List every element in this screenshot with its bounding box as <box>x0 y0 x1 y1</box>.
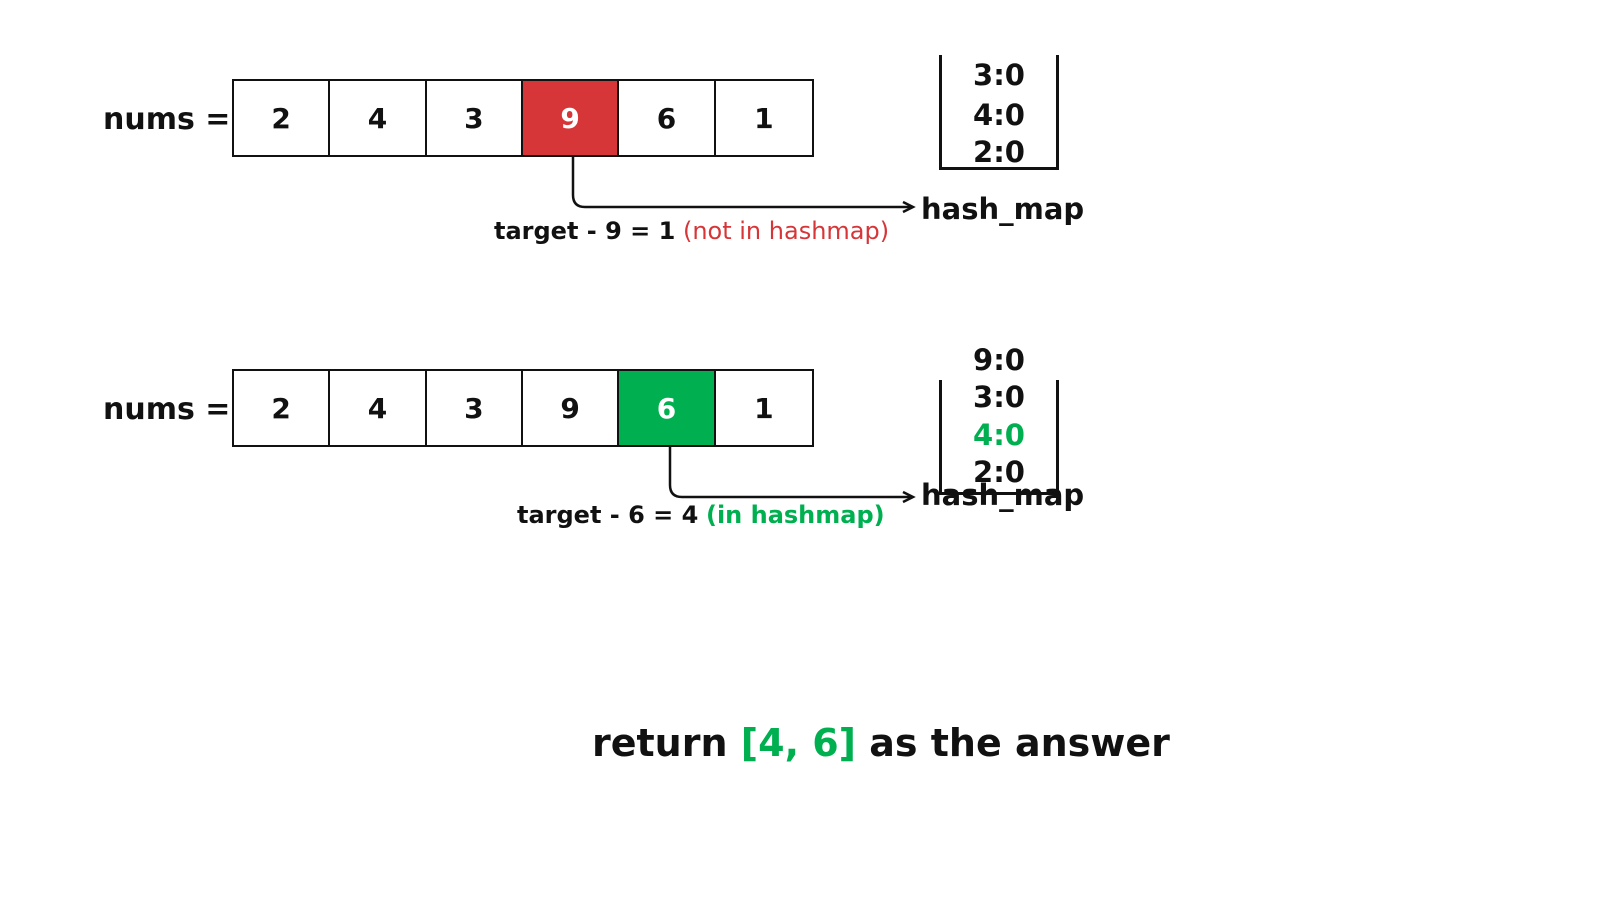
hash-map-entry: 2:0 <box>973 135 1025 169</box>
lookup-result-note: (not in hashmap) <box>682 217 890 245</box>
answer-suffix: as the answer <box>869 721 1170 765</box>
array-cell-current: 9 <box>522 81 620 155</box>
array-cell: 6 <box>619 81 716 155</box>
hash-map-stack: 3:0 4:0 2:0 <box>939 380 1059 495</box>
array-cell: 1 <box>754 391 774 425</box>
lookup-result-note: (in hashmap) <box>705 501 885 529</box>
array-cell: 3 <box>427 371 523 445</box>
hash-map-entry: 3:0 <box>973 58 1025 92</box>
hash-map-entry: 2:0 <box>973 455 1025 489</box>
hash-map-new-entry: 9:0 <box>973 343 1025 377</box>
array-cell: 4 <box>330 81 427 155</box>
answer-prefix: return <box>592 721 728 765</box>
hash-map-entry: 4:0 <box>973 98 1025 132</box>
hash-map-label: hash_map <box>921 192 1085 226</box>
array-cell: 3 <box>427 81 523 155</box>
nums-label: nums = <box>103 392 231 427</box>
array-cell: 2 <box>234 371 331 445</box>
answer-value: [4, 6] <box>740 721 857 765</box>
lookup-expression: target - 6 = 4 <box>517 501 699 529</box>
step-1-diagram: nums = 2 4 3 9 6 1 3:0 4:0 2:0 hash_map … <box>0 50 1600 290</box>
array-cell: 9 <box>523 371 620 445</box>
hash-map-entry-match: 4:0 <box>973 418 1025 452</box>
array-cell: 1 <box>754 101 774 135</box>
nums-array: 2 4 3 9 6 1 <box>232 79 814 157</box>
array-cell-current: 6 <box>619 371 716 445</box>
hash-map-label: hash_map <box>921 478 1085 512</box>
answer-statement: return [4, 6] as the answer <box>592 720 1170 766</box>
step-2-diagram: nums = 2 4 3 9 6 1 9:0 3:0 4:0 2:0 hash_… <box>0 340 1600 580</box>
lookup-check: target - 9 = 1 (not in hashmap) <box>494 216 889 246</box>
hash-map-entry: 3:0 <box>973 380 1025 414</box>
nums-label: nums = <box>103 102 231 137</box>
lookup-check: target - 6 = 4 (in hashmap) <box>517 500 885 530</box>
array-cell: 2 <box>234 81 331 155</box>
hash-map-stack: 3:0 4:0 2:0 <box>939 55 1059 170</box>
array-cell: 4 <box>330 371 427 445</box>
lookup-expression: target - 9 = 1 <box>494 217 676 245</box>
nums-array: 2 4 3 9 6 1 <box>232 369 814 447</box>
